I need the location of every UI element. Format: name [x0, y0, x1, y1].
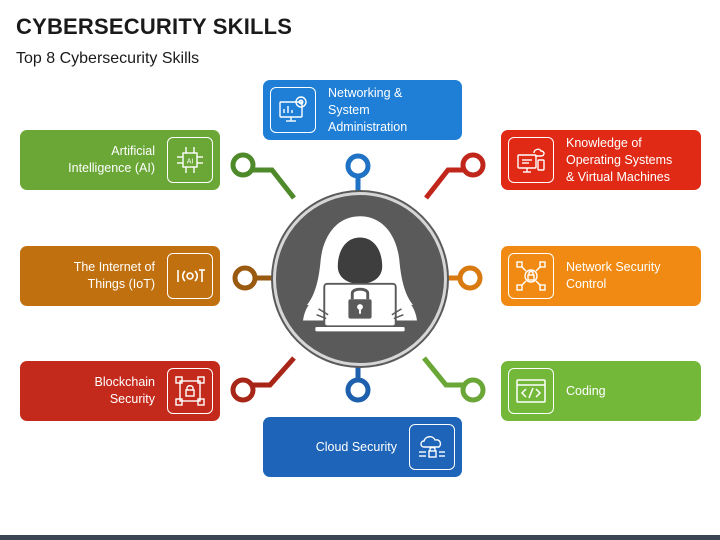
skill-label-blockchain: Blockchain Security	[94, 375, 155, 406]
monitor-gear-icon	[279, 96, 307, 122]
icon-tile-os	[508, 137, 554, 183]
connector-os	[424, 152, 486, 200]
icon-tile-networking	[270, 87, 316, 133]
skill-blockchain[interactable]: Blockchain Security	[20, 361, 220, 421]
skill-label-iot: The Internet of Things (IoT)	[73, 260, 155, 291]
computer-cloud-icon	[517, 148, 545, 173]
skill-iot[interactable]: The Internet of Things (IoT)	[20, 246, 220, 306]
blockchain-lock-icon	[175, 376, 205, 406]
connector-blockchain	[230, 356, 296, 403]
connector-networking	[345, 153, 371, 192]
ai-chip-icon: AI	[177, 147, 203, 173]
connector-coding	[422, 356, 486, 403]
cloud-lock-icon	[419, 436, 445, 458]
svg-text:AI: AI	[187, 159, 194, 166]
icon-tile-blockchain	[167, 368, 213, 414]
skill-label-cloud: Cloud Security	[315, 439, 397, 454]
icon-tile-ai: AI	[167, 137, 213, 183]
icon-tile-netsec	[508, 253, 554, 299]
lock-network-icon	[516, 261, 546, 291]
page-title: CYBERSECURITY SKILLS	[16, 14, 293, 39]
connector-cloud	[345, 366, 371, 403]
connector-ai	[230, 152, 296, 200]
skill-label-ai: Artificial Intelligence (AI)	[68, 144, 155, 175]
iot-icon	[177, 269, 205, 282]
connector-netsec	[447, 265, 483, 291]
hooded-hacker-laptop-icon	[303, 216, 417, 333]
icon-tile-iot	[167, 253, 213, 299]
page-subtitle: Top 8 Cybersecurity Skills	[16, 50, 200, 67]
bottom-bar	[0, 535, 720, 540]
icon-tile-coding	[508, 368, 554, 414]
central-hub	[273, 192, 447, 366]
skill-cloud-security[interactable]: Cloud Security	[263, 417, 462, 477]
skill-coding[interactable]: Coding	[501, 361, 701, 421]
code-window-icon	[516, 379, 546, 403]
skill-ai[interactable]: Artificial Intelligence (AI) AI	[20, 130, 220, 190]
icon-tile-cloud	[409, 424, 455, 470]
skill-operating-systems[interactable]: Knowledge of Operating Systems & Virtual…	[501, 130, 701, 190]
skill-networking[interactable]: Networking & System Administration	[263, 80, 462, 140]
skill-network-security[interactable]: Network Security Control	[501, 246, 701, 306]
skill-label-os: Knowledge of Operating Systems & Virtual…	[566, 135, 673, 184]
skill-label-coding: Coding	[566, 383, 606, 398]
connector-iot	[232, 265, 273, 291]
skill-label-netsec: Network Security Control	[566, 260, 661, 291]
skill-label-networking: Networking & System Administration	[328, 85, 408, 134]
